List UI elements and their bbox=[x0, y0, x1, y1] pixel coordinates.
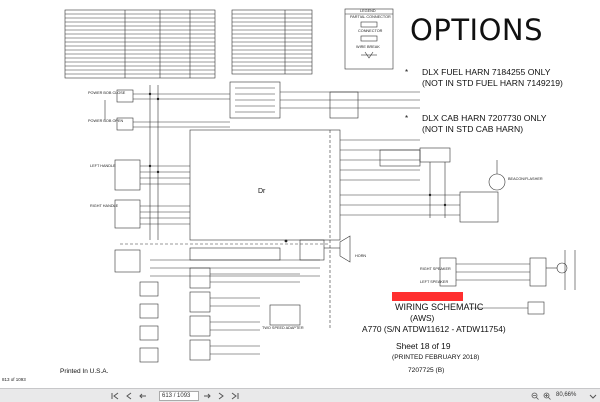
legend-connector: CONNECTOR bbox=[358, 29, 383, 33]
zoom-in-icon[interactable] bbox=[542, 391, 552, 400]
washer-box bbox=[459, 191, 499, 223]
note-dlx-cab: DLX CAB HARN 7207730 ONLY bbox=[422, 113, 547, 123]
title-block-variant: (AWS) bbox=[410, 313, 435, 323]
horn-symbol bbox=[339, 235, 351, 263]
label-power-bob-open: POWER BOB OPEN bbox=[88, 119, 124, 123]
previous-page-icon[interactable] bbox=[124, 391, 134, 400]
label-left-speaker: LEFT SPEAKER bbox=[420, 280, 449, 284]
title-block-sheet: Sheet 18 of 19 bbox=[396, 341, 451, 351]
wire-table bbox=[64, 9, 216, 79]
relay-box bbox=[379, 149, 421, 167]
label-two-speed: TWO SPEED ADAPTER bbox=[262, 326, 304, 330]
back-icon[interactable] bbox=[138, 391, 148, 400]
legend-header: LEGEND bbox=[360, 9, 376, 13]
zoom-level[interactable]: 80,66% bbox=[556, 392, 577, 398]
page-footer: 813 of 1093 bbox=[2, 377, 26, 382]
forward-icon[interactable] bbox=[202, 391, 212, 400]
printed-in: Printed In U.S.A. bbox=[60, 368, 109, 375]
label-right-speaker: RIGHT SPEAKER bbox=[420, 267, 451, 271]
label-right-handle: RIGHT HANDLE bbox=[90, 204, 119, 208]
left-handle-connector bbox=[114, 159, 141, 191]
right-handle-connector bbox=[114, 199, 141, 229]
note-bullet-2: * bbox=[405, 114, 409, 123]
wiring-diagram bbox=[64, 8, 576, 363]
label-power-bob-close: POWER BOB CLOSE bbox=[88, 91, 126, 95]
page-number-input[interactable]: 613 / 1093 bbox=[159, 391, 199, 401]
chevron-down-icon[interactable] bbox=[588, 391, 598, 400]
legend-partial-connector: PARTIAL CONNECTOR bbox=[350, 15, 391, 19]
last-page-icon[interactable] bbox=[230, 391, 240, 400]
total-pages: / 1093 bbox=[173, 393, 191, 399]
label-horn: HORN bbox=[355, 254, 367, 258]
switch-box bbox=[329, 91, 359, 119]
diagram-mark: Dr bbox=[258, 188, 266, 195]
title-block-printed: (PRINTED FEBRUARY 2018) bbox=[392, 354, 480, 361]
legend-wire-break: WIRE BREAK bbox=[356, 45, 380, 49]
speaker-symbol bbox=[556, 262, 568, 274]
current-page: 613 bbox=[162, 393, 173, 399]
schematic-sheet: OPTIONS * DLX FUEL HARN 7184255 ONLY (NO… bbox=[2, 8, 576, 382]
label-beacon: BEACON/FLASHER bbox=[508, 177, 543, 181]
note-dlx-fuel: DLX FUEL HARN 7184255 ONLY bbox=[422, 67, 551, 77]
legend-box bbox=[344, 8, 394, 70]
note-dlx-fuel-sub: (NOT IN STD FUEL HARN 7149219) bbox=[422, 78, 563, 88]
zoom-out-icon[interactable] bbox=[530, 391, 540, 400]
label-left-handle: LEFT HANDLE bbox=[90, 164, 116, 168]
flasher-box bbox=[419, 147, 451, 163]
horn-relay bbox=[299, 239, 325, 261]
note-bullet-1: * bbox=[405, 68, 409, 77]
note-dlx-cab-sub: (NOT IN STD CAB HARN) bbox=[422, 124, 524, 134]
first-page-icon[interactable] bbox=[110, 391, 120, 400]
beacon-symbol bbox=[488, 173, 506, 191]
options-title: OPTIONS bbox=[410, 13, 544, 47]
title-block-name: WIRING SCHEMATIC bbox=[395, 302, 484, 312]
next-page-icon[interactable] bbox=[216, 391, 226, 400]
viewer-toolbar: 613 / 1093 80,66% bbox=[0, 388, 600, 402]
title-block-part-number: 7207725 (B) bbox=[408, 367, 445, 374]
cab-harness-box bbox=[189, 129, 341, 241]
title-block-model: A770 (S/N ATDW11612 - ATDW11754) bbox=[362, 324, 506, 334]
warning-label bbox=[392, 292, 463, 301]
